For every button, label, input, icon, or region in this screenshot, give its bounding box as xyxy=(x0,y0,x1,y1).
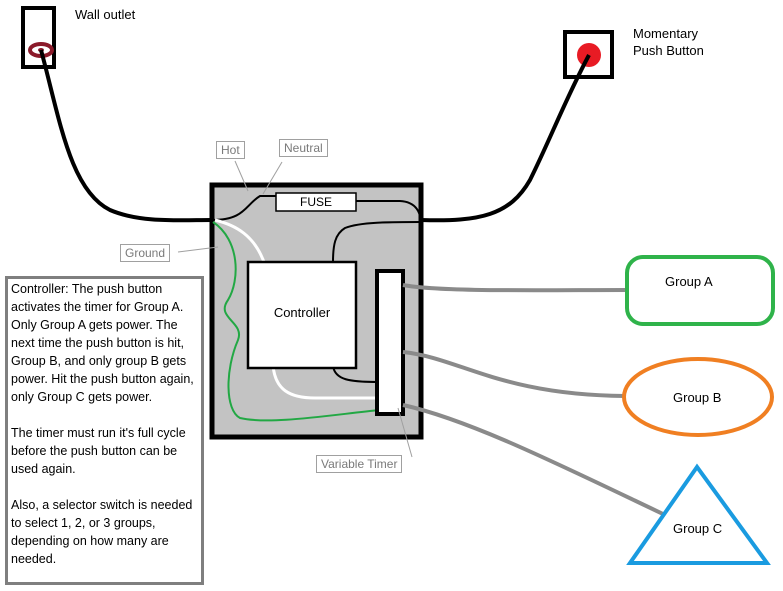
group-c-wire xyxy=(402,403,664,516)
white-wire-timer xyxy=(271,364,378,400)
neutral-leader xyxy=(262,161,283,195)
timer-leader xyxy=(397,407,413,458)
group-b-label: Group B xyxy=(673,390,722,405)
wall-outlet-label: Wall outlet xyxy=(75,7,136,22)
notes-paragraph-3: Also, a selector switch is needed to sel… xyxy=(11,498,193,566)
controller-to-timer-wire xyxy=(332,221,422,263)
group-b-wire xyxy=(402,350,626,398)
notes-paragraph-1: Controller: The push button activates th… xyxy=(11,282,194,404)
group-c-label: Group C xyxy=(673,521,723,536)
push-button-housing xyxy=(563,30,614,79)
group-a-wire xyxy=(402,283,629,293)
neutral-label: Neutral xyxy=(279,139,328,157)
controller-label: Controller xyxy=(273,305,331,320)
wall-outlet-icon xyxy=(21,6,56,69)
fuse-wire-right xyxy=(356,200,422,221)
hot-label: Hot xyxy=(216,141,245,159)
group-a-shape xyxy=(625,255,775,326)
controller-notes: Controller: The push button activates th… xyxy=(5,276,204,585)
variable-timer-label: Variable Timer xyxy=(316,455,403,473)
ground-leader xyxy=(177,246,219,253)
notes-paragraph-2: The timer must run it's full cycle befor… xyxy=(11,426,186,476)
group-c-shape xyxy=(626,463,771,565)
ground-label: Ground xyxy=(120,244,171,262)
hot-leader xyxy=(234,160,249,192)
group-b-shape xyxy=(622,357,774,437)
variable-timer xyxy=(375,269,405,416)
hot-wire-internal xyxy=(211,195,276,221)
neutral-wire xyxy=(214,218,267,266)
power-cord-button xyxy=(420,54,591,223)
push-button-label: Momentary Push Button xyxy=(633,26,704,58)
fuse-label: FUSE xyxy=(299,195,332,209)
fuse xyxy=(275,192,357,212)
power-cord-outlet xyxy=(39,49,213,223)
group-a-label: Group A xyxy=(665,274,713,289)
ground-wire xyxy=(212,221,381,422)
controller-box xyxy=(246,260,358,370)
